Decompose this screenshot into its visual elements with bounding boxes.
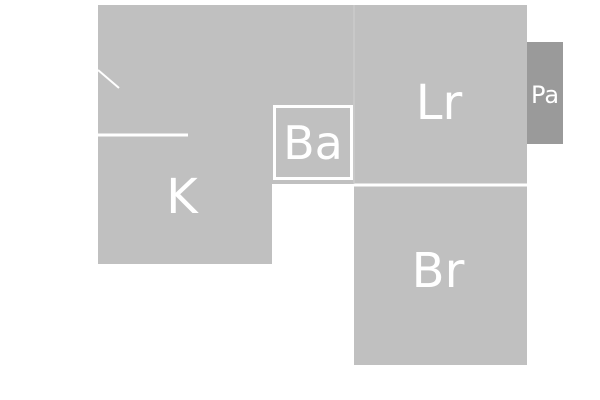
patio-area <box>527 42 563 144</box>
bedroom-label: Br <box>412 243 465 299</box>
kitchen-label: K <box>166 169 199 225</box>
living-room-label: Lr <box>416 75 463 131</box>
patio-label: Pa <box>531 81 559 109</box>
bathroom-label: Ba <box>283 116 343 170</box>
door-swing-line <box>97 69 120 89</box>
bathroom-outline <box>273 105 353 180</box>
bedroom-area <box>354 184 527 365</box>
main-floor-area <box>98 5 527 264</box>
